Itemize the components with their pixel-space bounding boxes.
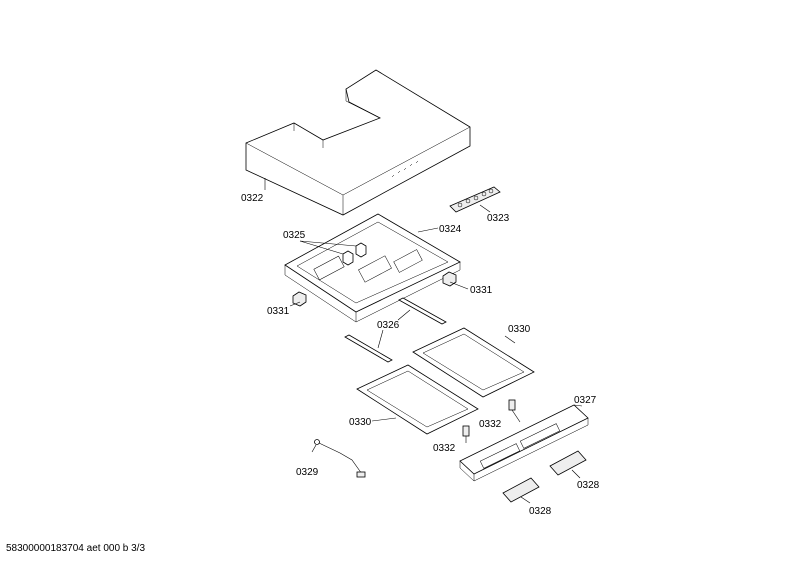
document-footer-code: 58300000183704 aet 000 b 3/3 xyxy=(6,543,146,554)
label-0331-left: 0331 xyxy=(267,306,290,317)
part-0324-frame xyxy=(284,213,461,323)
part-0329-cable xyxy=(311,439,366,478)
part-0332-clip-bottom xyxy=(462,425,470,443)
part-0322-hood-cover xyxy=(245,69,471,216)
label-0332-bottom: 0332 xyxy=(433,443,456,454)
part-0328-connector-bottom xyxy=(502,477,540,504)
part-0331-foot-right xyxy=(442,271,469,290)
part-0332-clip-top xyxy=(508,399,521,423)
label-0327: 0327 xyxy=(574,395,597,406)
label-0332-top: 0332 xyxy=(479,419,502,430)
part-0328-connector-right xyxy=(549,450,587,479)
label-0324: 0324 xyxy=(439,224,462,235)
label-0325: 0325 xyxy=(283,230,306,241)
part-0331-foot-left xyxy=(289,291,307,307)
label-0326: 0326 xyxy=(377,320,400,331)
part-0330-filter-left xyxy=(356,364,479,435)
part-0325-brackets xyxy=(299,240,367,266)
label-0328-right: 0328 xyxy=(577,480,600,491)
part-0326-rails xyxy=(344,297,447,363)
label-0323: 0323 xyxy=(487,213,510,224)
label-0322: 0322 xyxy=(241,193,264,204)
label-0328-bottom: 0328 xyxy=(529,506,552,517)
part-0330-filter-top xyxy=(412,327,535,398)
part-0327-panel xyxy=(459,404,589,482)
part-0323-control-module xyxy=(449,186,501,213)
label-0330-top: 0330 xyxy=(508,324,531,335)
label-0331-right: 0331 xyxy=(470,285,493,296)
label-0330-left: 0330 xyxy=(349,417,372,428)
label-0329: 0329 xyxy=(296,467,319,478)
